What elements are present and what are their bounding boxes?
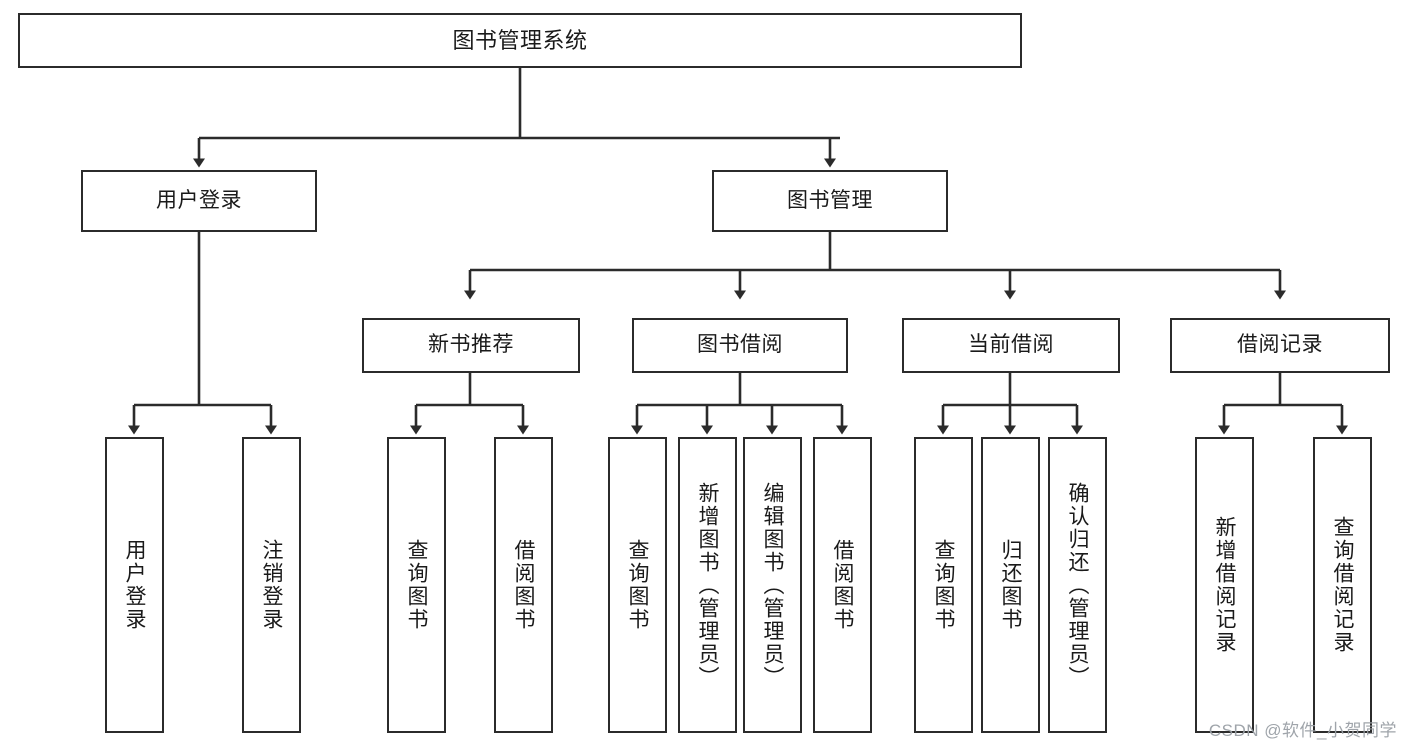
node-label: 借阅图书 [512, 539, 535, 631]
leaf-confirm-return-admin[interactable]: 确认归还（管理员） [1048, 437, 1107, 733]
node-label: 新增图书（管理员） [696, 481, 719, 689]
node-current-borrow[interactable]: 当前借阅 [902, 318, 1120, 373]
node-label: 用户登录 [123, 539, 146, 631]
node-user-login[interactable]: 用户登录 [81, 170, 317, 232]
node-label: 查询借阅记录 [1331, 516, 1354, 654]
node-book-management[interactable]: 图书管理 [712, 170, 948, 232]
node-label: 图书管理 [787, 188, 873, 212]
node-label: 查询图书 [932, 539, 955, 631]
node-label: 查询图书 [405, 539, 428, 631]
leaf-borrow-book[interactable]: 借阅图书 [813, 437, 872, 733]
node-label: 编辑图书（管理员） [761, 481, 784, 689]
node-label: 查询图书 [626, 539, 649, 631]
leaf-add-book-admin[interactable]: 新增图书（管理员） [678, 437, 737, 733]
node-label: 当前借阅 [968, 333, 1054, 357]
leaf-return-book[interactable]: 归还图书 [981, 437, 1040, 733]
node-label: 注销登录 [260, 539, 283, 631]
leaf-user-login[interactable]: 用户登录 [105, 437, 164, 733]
node-label: 图书管理系统 [452, 27, 588, 53]
leaf-query-book-borrow[interactable]: 查询图书 [608, 437, 667, 733]
leaf-add-borrow-record[interactable]: 新增借阅记录 [1195, 437, 1254, 733]
node-label: 用户登录 [156, 188, 242, 212]
leaf-query-borrow-record[interactable]: 查询借阅记录 [1313, 437, 1372, 733]
node-label: 借阅记录 [1237, 333, 1323, 357]
node-label: 新书推荐 [428, 333, 514, 357]
node-root-system[interactable]: 图书管理系统 [18, 13, 1022, 68]
leaf-query-book-current[interactable]: 查询图书 [914, 437, 973, 733]
node-label: 借阅图书 [831, 539, 854, 631]
node-book-borrow[interactable]: 图书借阅 [632, 318, 848, 373]
leaf-edit-book-admin[interactable]: 编辑图书（管理员） [743, 437, 802, 733]
node-label: 归还图书 [999, 539, 1022, 631]
node-label: 确认归还（管理员） [1066, 481, 1089, 689]
leaf-borrow-book-recommend[interactable]: 借阅图书 [494, 437, 553, 733]
watermark-text: CSDN @软件_小贺同学 [1208, 721, 1397, 740]
node-new-book-recommend[interactable]: 新书推荐 [362, 318, 580, 373]
leaf-logout[interactable]: 注销登录 [242, 437, 301, 733]
leaf-query-book-recommend[interactable]: 查询图书 [387, 437, 446, 733]
node-label: 图书借阅 [697, 333, 783, 357]
node-borrow-record[interactable]: 借阅记录 [1170, 318, 1390, 373]
node-label: 新增借阅记录 [1213, 516, 1236, 654]
